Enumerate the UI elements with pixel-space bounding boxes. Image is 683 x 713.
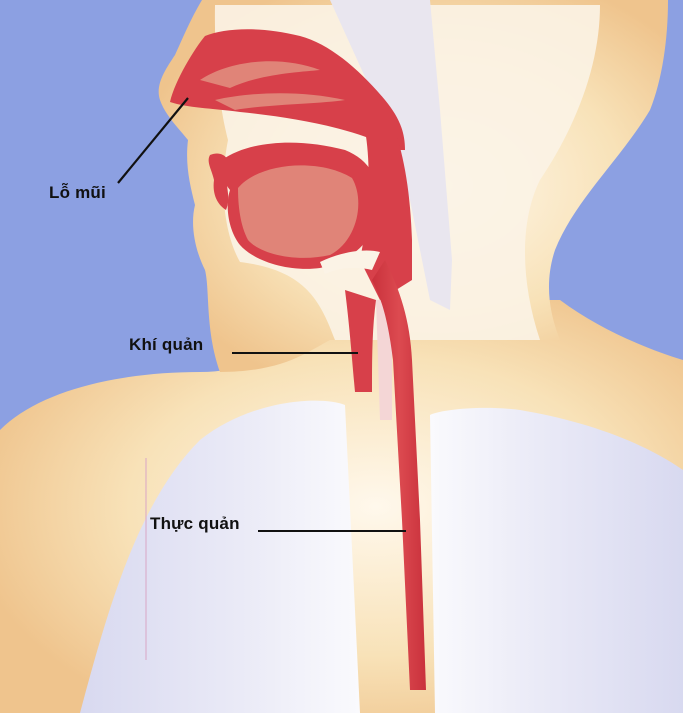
right-lung — [430, 408, 683, 713]
nostril-label: Lỗ mũi — [49, 183, 106, 203]
trachea-label: Khí quản — [129, 335, 203, 355]
tongue — [238, 165, 358, 258]
esophagus-label: Thực quản — [150, 514, 240, 534]
